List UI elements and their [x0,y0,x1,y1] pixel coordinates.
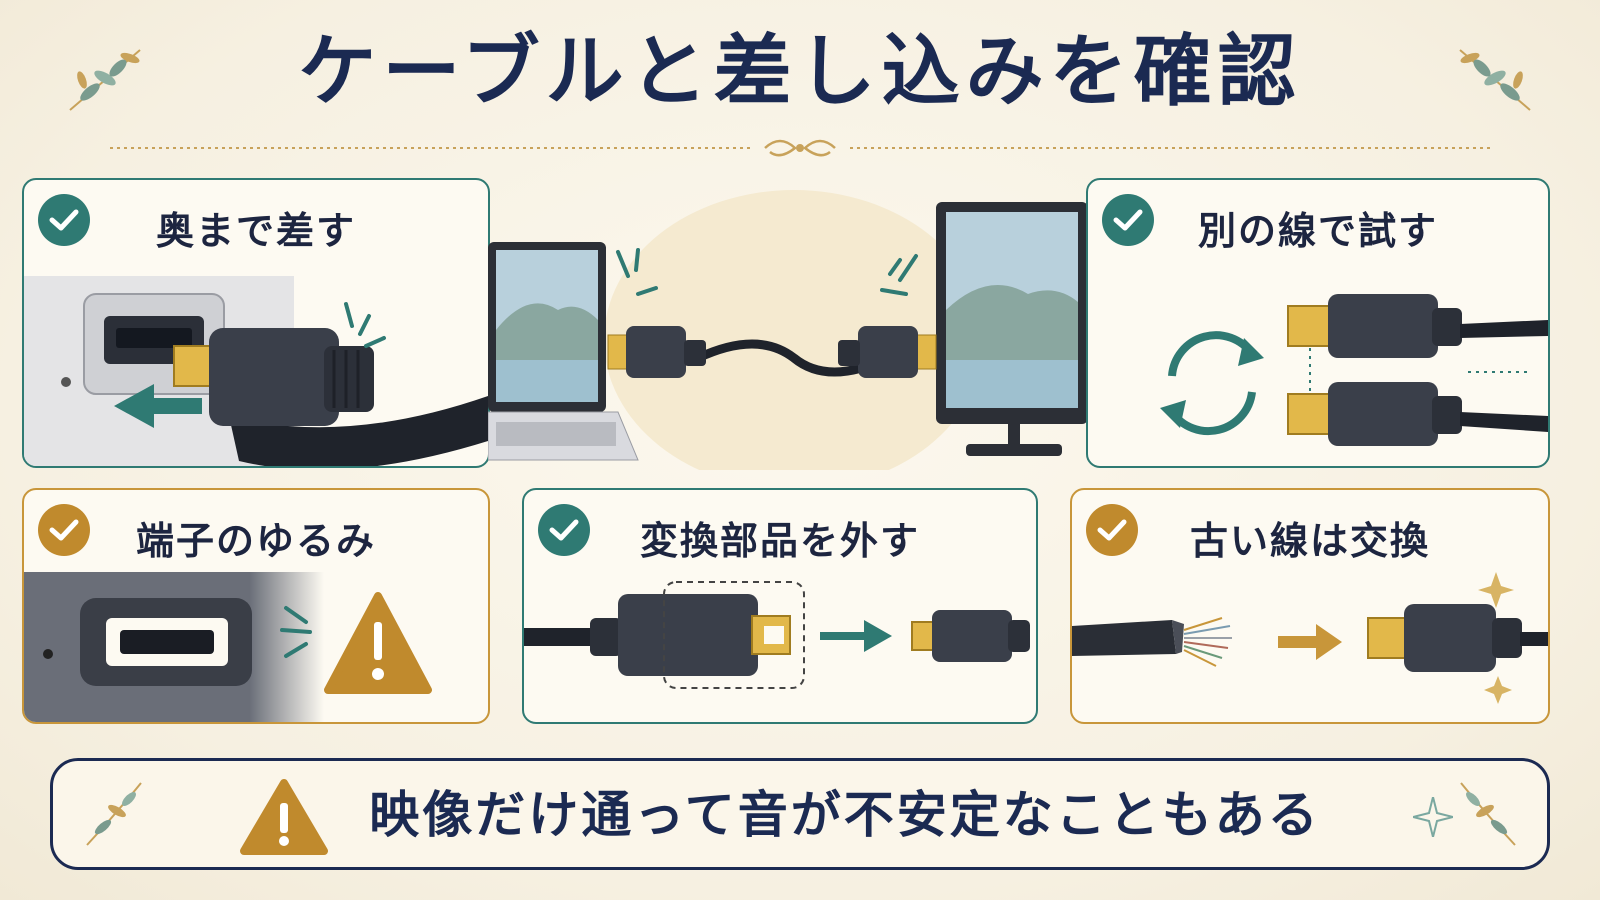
page-title: ケーブルと差し込みを確認 [298,26,1302,117]
check-icon [38,504,90,556]
leaf-sprig-icon [69,49,141,111]
loose-port-illustration [24,572,432,722]
sparkle-icon [1484,676,1512,704]
card-label: 端子のゆるみ [135,518,376,563]
card-label: 別の線で試す [1197,208,1438,253]
card-label: 古い線は交換 [1189,518,1430,563]
warning-icon [240,779,328,855]
banner-text: 映像だけ通って音が不安定なこともある [369,785,1321,844]
check-icon [1086,504,1138,556]
card-loose-port: 端子のゆるみ [22,488,490,724]
check-icon [538,504,590,556]
leaf-sprig-icon [1460,782,1516,846]
leaf-sprig-icon [86,782,142,846]
leaf-sprig-icon [1459,49,1531,111]
card-replace-old-cable: 古い線は交換 [1070,488,1550,724]
card-remove-adapter: 変換部品を外す [522,488,1038,724]
sparkle-icon [1413,797,1453,837]
laptop-monitor-illustration [488,190,1088,470]
refresh-icon [1160,331,1264,436]
check-icon [1102,194,1154,246]
warning-icon [324,592,432,694]
card-insert-fully: 奥まで差す [22,178,490,468]
check-icon [38,194,90,246]
swap-cable-illustration [1160,294,1548,446]
insert-cable-illustration [24,276,488,466]
title-divider [110,139,1490,157]
replace-cable-illustration [1072,572,1548,704]
remove-adapter-illustration [524,581,1030,689]
card-try-another-cable: 別の線で試す [1086,178,1550,468]
warning-banner: 映像だけ通って音が不安定なこともある [50,758,1550,870]
card-label: 奥まで差す [155,208,356,253]
sparkle-icon [1478,572,1514,608]
card-label: 変換部品を外す [639,518,920,563]
